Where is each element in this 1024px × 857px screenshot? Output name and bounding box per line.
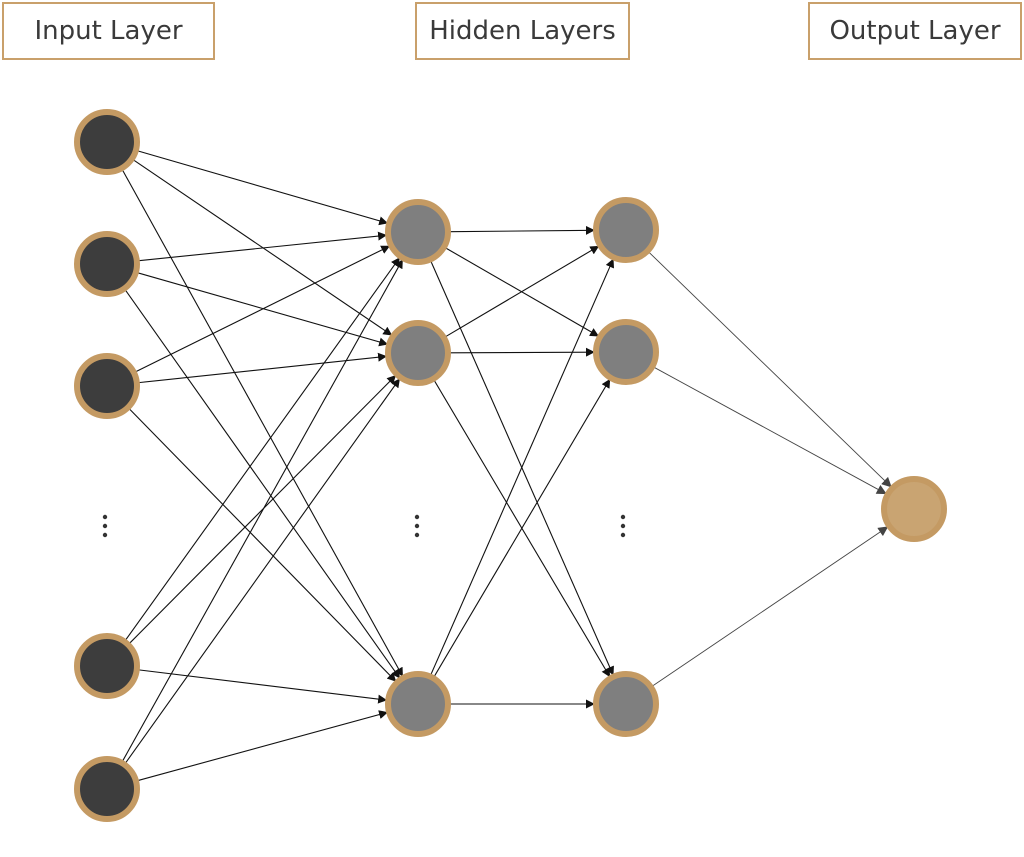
hidden2-ellipsis-dot — [620, 523, 626, 529]
hidden2-node-2 — [593, 319, 659, 385]
connection-arrow — [138, 231, 388, 262]
connection-arrow — [430, 258, 615, 675]
connection-arrow — [125, 289, 401, 679]
connection-arrow — [653, 366, 887, 495]
connection-arrow — [449, 225, 595, 235]
input-node-1 — [74, 109, 140, 175]
hidden2-ellipsis-dot — [620, 532, 626, 538]
hidden1-node-3 — [385, 671, 451, 737]
hidden1-node-1 — [385, 199, 451, 265]
input-node-3 — [74, 353, 140, 419]
hidden2-node-1 — [593, 197, 659, 263]
input-node-5 — [74, 756, 140, 822]
hidden-layers-label: Hidden Layers — [415, 2, 630, 60]
connection-arrow — [652, 526, 889, 687]
connection-arrow — [128, 408, 397, 682]
connection-arrow — [445, 245, 600, 338]
input-ellipsis-dot — [102, 514, 108, 520]
connection-arrow — [138, 669, 388, 704]
connection-arrow — [137, 710, 389, 782]
hidden1-node-2 — [385, 320, 451, 386]
hidden1-ellipsis-dot — [414, 514, 420, 520]
hidden2-node-3 — [593, 671, 659, 737]
connection-arrow — [138, 352, 388, 384]
connection-arrow — [122, 169, 403, 677]
input-ellipsis-dot — [102, 532, 108, 538]
connection-arrow — [125, 378, 400, 764]
connection-arrow — [135, 245, 391, 373]
input-node-4 — [74, 633, 140, 699]
output-node-1 — [881, 476, 947, 542]
input-ellipsis-dot — [102, 523, 108, 529]
input-layer-label: Input Layer — [2, 2, 215, 60]
connection-arrow — [122, 259, 403, 762]
output-layer-label: Output Layer — [808, 2, 1022, 60]
connection-arrow — [449, 347, 595, 357]
hidden2-ellipsis-dot — [620, 514, 626, 520]
connection-arrow — [125, 257, 400, 641]
connection-arrow — [433, 378, 611, 677]
input-node-2 — [74, 231, 140, 297]
connection-arrow — [137, 150, 389, 226]
hidden1-ellipsis-dot — [414, 532, 420, 538]
hidden1-ellipsis-dot — [414, 523, 420, 529]
connection-arrow — [648, 251, 892, 488]
